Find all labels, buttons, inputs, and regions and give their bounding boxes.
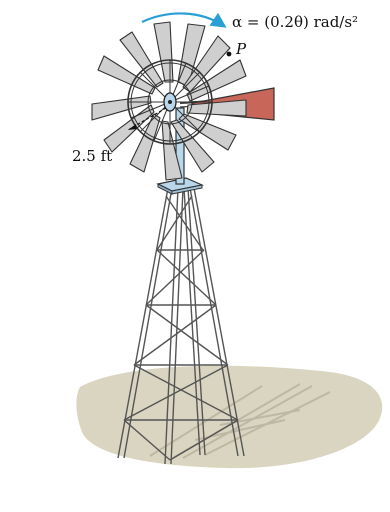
shaft: [175, 107, 185, 185]
wheel-hub: [163, 92, 177, 112]
angular-acceleration-label: α = (0.2θ) rad/s²: [232, 13, 358, 31]
radius-label: 2.5 ft: [72, 147, 112, 165]
point-p-marker: [226, 51, 232, 57]
radius-dimension: [127, 107, 167, 131]
rotation-arrow: [141, 12, 227, 28]
point-p-label: P: [235, 40, 247, 58]
lattice-tower: [117, 187, 245, 465]
ground-shadow: [76, 365, 383, 469]
